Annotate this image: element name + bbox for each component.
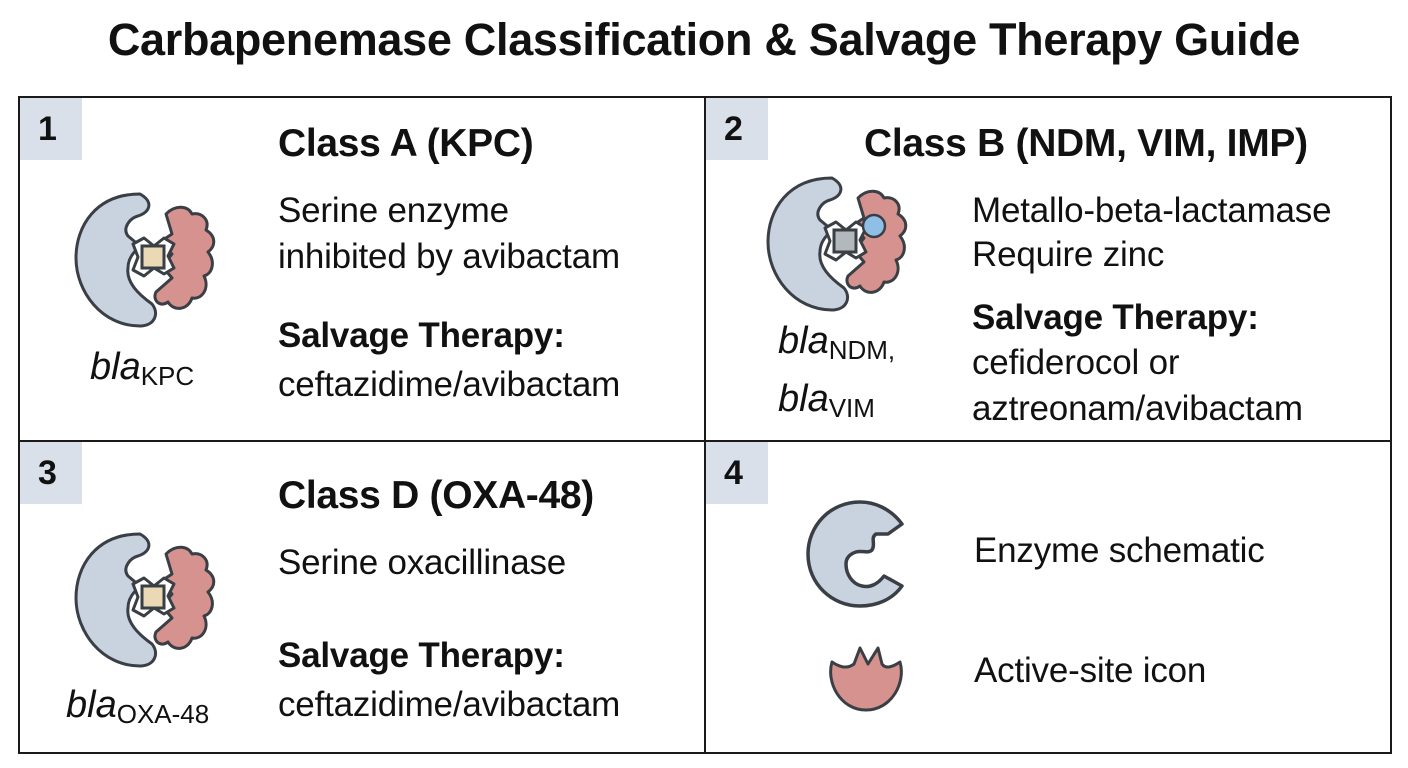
class-heading: Class B (NDM, VIM, IMP) xyxy=(864,122,1308,165)
panel-number: 3 xyxy=(20,442,82,504)
legend-label: Active-site icon xyxy=(974,651,1207,690)
active-site-icon xyxy=(829,646,903,712)
enzyme-complex-kpc-icon xyxy=(74,192,216,328)
description-line: Metallo-beta-lactamase xyxy=(972,191,1332,230)
class-heading: Class A (KPC) xyxy=(278,122,534,165)
description-line: Serine oxacillinase xyxy=(278,543,567,582)
enzyme-complex-metallo-icon xyxy=(766,176,908,312)
class-heading: Class D (OXA-48) xyxy=(278,474,594,517)
panel-number: 2 xyxy=(706,98,768,160)
salvage-label: Salvage Therapy: xyxy=(972,298,1259,337)
page-title: Carbapenemase Classification & Salvage T… xyxy=(107,14,1301,65)
salvage-label: Salvage Therapy: xyxy=(278,316,565,355)
substrate-icon xyxy=(832,228,858,254)
salvage-therapy: aztreonam/avibactam xyxy=(972,389,1303,428)
salvage-label: Salvage Therapy: xyxy=(278,636,565,675)
panel-number: 4 xyxy=(706,442,768,504)
substrate-icon xyxy=(140,584,166,610)
salvage-therapy: ceftazidime/avibactam xyxy=(278,365,621,404)
description-line: Require zinc xyxy=(972,235,1165,274)
grid-divider-horizontal xyxy=(18,440,1392,442)
grid-divider-vertical xyxy=(704,96,706,754)
panel-number: 1 xyxy=(20,98,82,160)
description-line: inhibited by avibactam xyxy=(278,237,620,276)
description-line: Serine enzyme xyxy=(278,191,509,230)
gene-label: blaNDM, xyxy=(778,320,896,365)
zinc-ion-icon xyxy=(861,213,887,239)
salvage-therapy: ceftazidime/avibactam xyxy=(278,685,621,724)
legend-label: Enzyme schematic xyxy=(974,531,1265,570)
substrate-icon xyxy=(140,244,166,270)
salvage-therapy: cefiderocol or xyxy=(972,343,1180,382)
gene-label: blaKPC xyxy=(90,346,195,391)
gene-label: blaOXA-48 xyxy=(66,684,210,729)
enzyme-schematic-icon xyxy=(806,500,904,608)
enzyme-complex-oxa-icon xyxy=(74,532,216,668)
gene-label: blaVIM xyxy=(778,378,875,423)
